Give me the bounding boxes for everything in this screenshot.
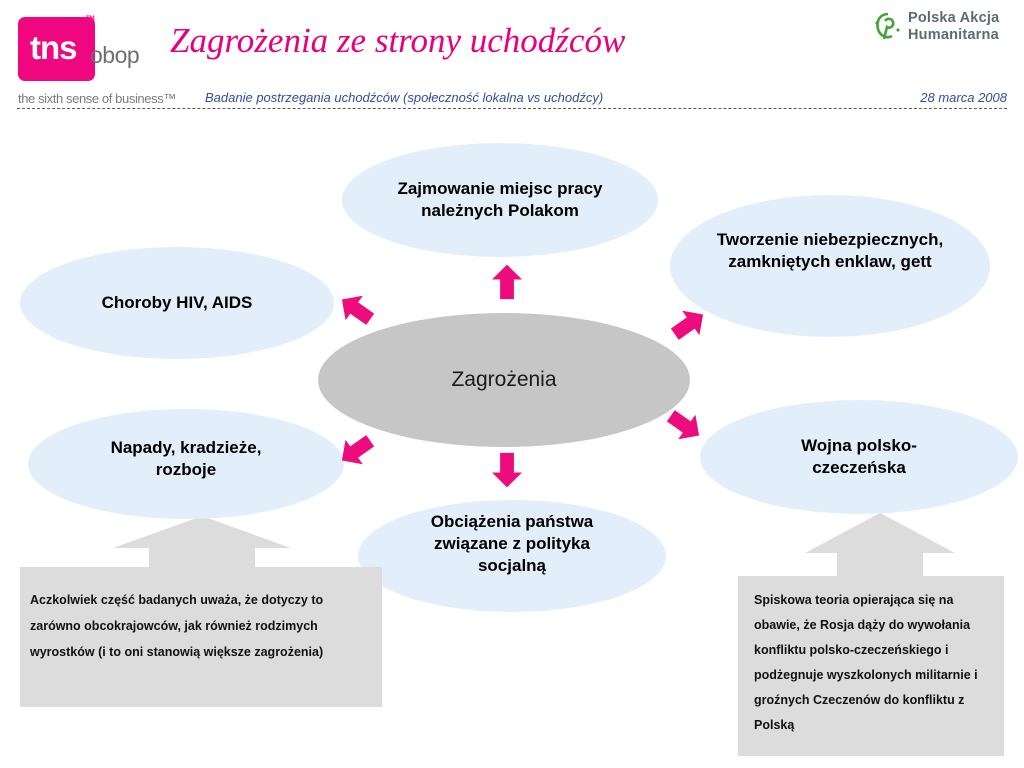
node-lower-right-label: Wojna polsko-czeczeńska bbox=[801, 436, 917, 477]
tns-logo-text: tns bbox=[30, 29, 77, 66]
page-subtitle: Badanie postrzegania uchodźców (społeczn… bbox=[205, 90, 604, 105]
node-bottom-label: Obciążenia państwa związane z polityka s… bbox=[430, 512, 594, 575]
pah-logo-text: Polska Akcja Humanitarna bbox=[908, 10, 999, 44]
arrow-upper-left-icon bbox=[333, 287, 379, 332]
arrow-up-icon bbox=[492, 264, 522, 300]
left-note-up-arrow-icon bbox=[113, 516, 291, 568]
pah-logo-icon bbox=[875, 12, 900, 40]
note-right: Spiskowa teoria opierająca się na obawie… bbox=[738, 576, 1004, 756]
page-date: 28 marca 2008 bbox=[920, 90, 1007, 105]
page-title: Zagrożenia ze strony uchodźców bbox=[170, 21, 626, 60]
tns-logo-trademark: TM bbox=[86, 16, 95, 22]
note-left-text: Aczkolwiek część badanych uważa, że doty… bbox=[30, 593, 324, 659]
node-upper-right: Tworzenie niebezpiecznych, zamkniętych e… bbox=[670, 195, 990, 337]
node-top-label: Zajmowanie miejsc pracy należnych Polako… bbox=[397, 179, 603, 220]
note-left: Aczkolwiek część badanych uważa, że doty… bbox=[20, 567, 382, 707]
tns-logo-box bbox=[18, 17, 95, 81]
node-lower-right: Wojna polsko-czeczeńska bbox=[700, 400, 1018, 514]
node-top: Zajmowanie miejsc pracy należnych Polako… bbox=[342, 143, 658, 257]
node-lower-left-label: Napady, kradzieże, rozboje bbox=[110, 438, 262, 479]
note-right-text: Spiskowa teoria opierająca się na obawie… bbox=[754, 593, 978, 732]
node-lower-left: Napady, kradzieże, rozboje bbox=[28, 409, 344, 519]
center-node-label: Zagrożenia bbox=[451, 368, 557, 391]
node-upper-left: Choroby HIV, AIDS bbox=[20, 247, 334, 359]
tagline: the sixth sense of business™ bbox=[18, 91, 176, 106]
header-divider bbox=[17, 108, 1007, 109]
obop-logo-text: obop bbox=[90, 42, 140, 68]
right-note-up-arrow-icon bbox=[805, 513, 955, 579]
pah-logo-line1: Polska Akcja bbox=[908, 10, 1000, 26]
arrow-down-icon bbox=[492, 452, 522, 488]
node-bottom: Obciążenia państwa związane z polityka s… bbox=[358, 500, 666, 612]
pah-logo-line2: Humanitarna bbox=[908, 27, 999, 43]
center-node: Zagrożenia bbox=[318, 313, 690, 447]
node-upper-left-label: Choroby HIV, AIDS bbox=[101, 293, 253, 312]
node-upper-right-label: Tworzenie niebezpiecznych, zamkniętych e… bbox=[716, 230, 944, 271]
